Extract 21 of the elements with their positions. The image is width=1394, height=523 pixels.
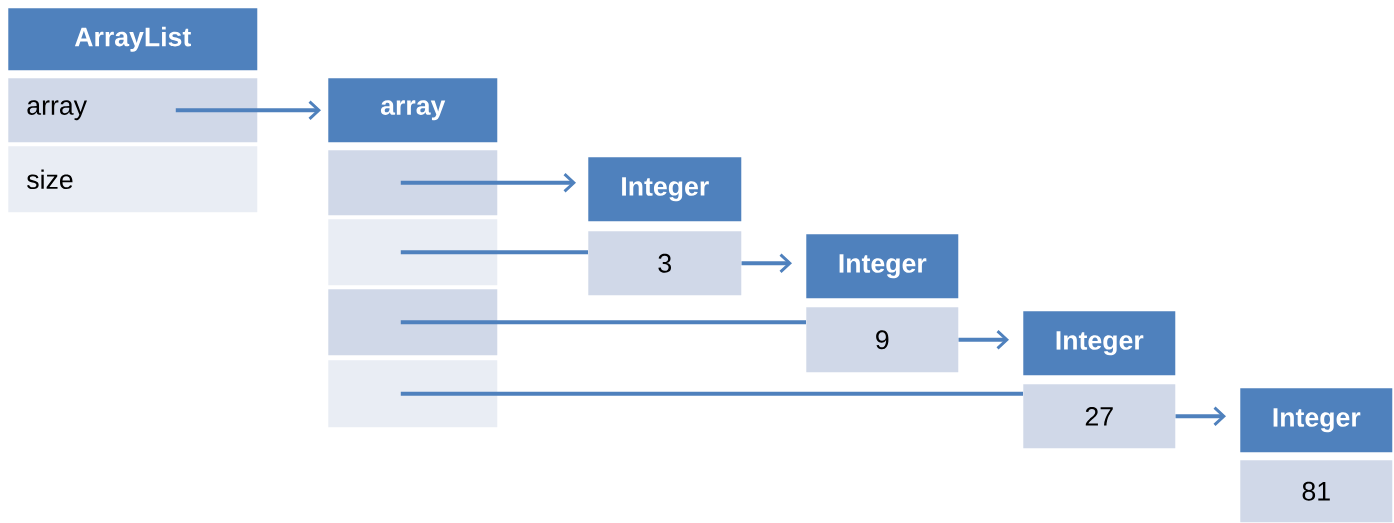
header-box: Integer	[806, 234, 959, 299]
arrow	[175, 100, 321, 120]
header-box: Integer	[1023, 311, 1176, 376]
header-box: Integer	[588, 157, 742, 222]
arrow	[741, 253, 792, 273]
header-box: array	[328, 78, 498, 143]
header-box: ArrayList	[8, 8, 258, 71]
array-cell	[328, 150, 498, 216]
header-box: Integer	[1240, 388, 1393, 453]
field-box: size	[8, 146, 258, 213]
arrow	[958, 330, 1009, 350]
field-box: array	[8, 78, 258, 143]
array-cell	[328, 219, 498, 286]
value-box: 9	[806, 307, 959, 373]
array-cell	[328, 289, 498, 356]
arrow	[400, 173, 576, 193]
arrow	[1175, 406, 1226, 426]
value-box: 3	[588, 231, 742, 296]
value-box: 81	[1240, 460, 1393, 523]
value-box: 27	[1023, 384, 1176, 449]
array-cell	[328, 360, 498, 428]
